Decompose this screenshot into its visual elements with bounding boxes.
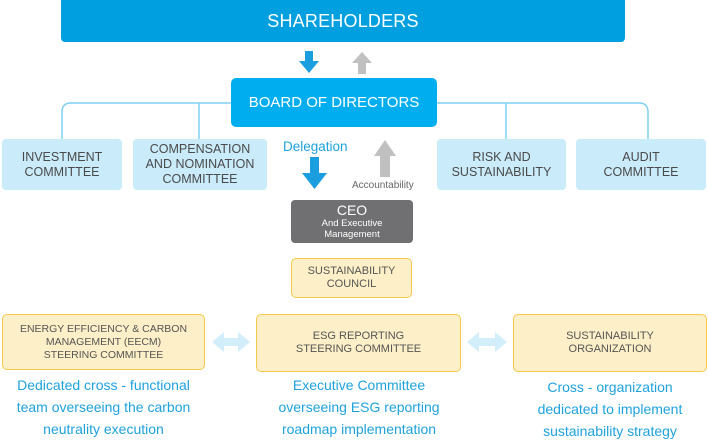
- committee-line: INVESTMENT: [21, 149, 103, 164]
- ceo-box: CEO And Executive Management: [291, 200, 413, 243]
- committee-line: COMMITTEE: [603, 164, 679, 179]
- box-line: STEERING COMMITTEE: [295, 343, 422, 355]
- committee-line: AUDIT: [622, 149, 660, 164]
- double-arrow-icon-right: [467, 332, 507, 352]
- board-label: BOARD OF DIRECTORS: [248, 94, 420, 111]
- description-line: Cross - organization: [547, 379, 673, 395]
- description-line: team overseeing the carbon: [16, 399, 191, 415]
- ceo-subtitle-line: And Executive: [321, 218, 383, 229]
- up-arrow-icon: [352, 52, 372, 74]
- description-line: neutrality execution: [43, 421, 164, 437]
- description-line: Executive Committee: [292, 377, 426, 393]
- council-line: COUNCIL: [326, 278, 377, 290]
- committee-line: AND NOMINATION: [145, 157, 255, 171]
- box-line: MANAGEMENT (EECM): [45, 335, 162, 348]
- down-arrow-icon: [299, 51, 319, 73]
- box-line: ESG REPORTING: [312, 330, 405, 342]
- shareholders-box: SHAREHOLDERS: [61, 0, 625, 42]
- esg-reporting-steering-committee-box: ESG REPORTING STEERING COMMITTEE: [256, 314, 461, 372]
- ceo-title: CEO: [336, 202, 368, 218]
- board-of-directors-box: BOARD OF DIRECTORS: [231, 78, 437, 127]
- description-line: overseeing ESG reporting: [278, 399, 440, 415]
- accountability-label: Accountability: [352, 180, 414, 191]
- committee-line: SUSTAINABILITY: [451, 164, 552, 179]
- committee-line: COMPENSATION: [149, 142, 251, 156]
- description-line: Dedicated cross - functional: [17, 377, 190, 393]
- box-line: ENERGY EFFICIENCY & CARBON: [19, 322, 188, 335]
- committee-line: COMMITTEE: [162, 172, 238, 186]
- sustainability-council-box: SUSTAINABILITY COUNCIL: [291, 258, 412, 298]
- accountability-arrow-icon: [374, 140, 396, 177]
- box-line: ORGANIZATION: [568, 343, 652, 355]
- description-line: sustainability strategy: [543, 423, 677, 439]
- compensation-nomination-committee-box: COMPENSATION AND NOMINATION COMMITTEE: [133, 139, 267, 190]
- shareholders-label: SHAREHOLDERS: [267, 10, 419, 31]
- double-arrow-icon-left: [212, 332, 250, 352]
- description-line: roadmap implementation: [281, 421, 437, 437]
- box-line: STEERING COMMITTEE: [43, 348, 164, 361]
- description-line: dedicated to implement: [537, 401, 683, 417]
- committee-line: COMMITTEE: [24, 164, 100, 179]
- audit-committee-box: AUDIT COMMITTEE: [576, 139, 706, 190]
- ceo-subtitle-line: Management: [324, 229, 380, 240]
- council-line: SUSTAINABILITY: [307, 265, 396, 277]
- delegation-label: Delegation: [283, 139, 348, 154]
- eecm-description: Dedicated cross - functional team overse…: [0, 374, 207, 440]
- committee-line: RISK AND: [472, 149, 531, 164]
- sustainability-organization-description: Cross - organization dedicated to implem…: [510, 376, 708, 442]
- esg-description: Executive Committee overseeing ESG repor…: [248, 374, 470, 440]
- eecm-steering-committee-box: ENERGY EFFICIENCY & CARBON MANAGEMENT (E…: [2, 314, 205, 370]
- delegation-arrow-icon: [302, 157, 327, 189]
- risk-sustainability-committee-box: RISK AND SUSTAINABILITY: [437, 139, 566, 190]
- box-line: SUSTAINABILITY: [566, 330, 654, 342]
- investment-committee-box: INVESTMENT COMMITTEE: [2, 139, 122, 190]
- sustainability-organization-box: SUSTAINABILITY ORGANIZATION: [513, 314, 707, 372]
